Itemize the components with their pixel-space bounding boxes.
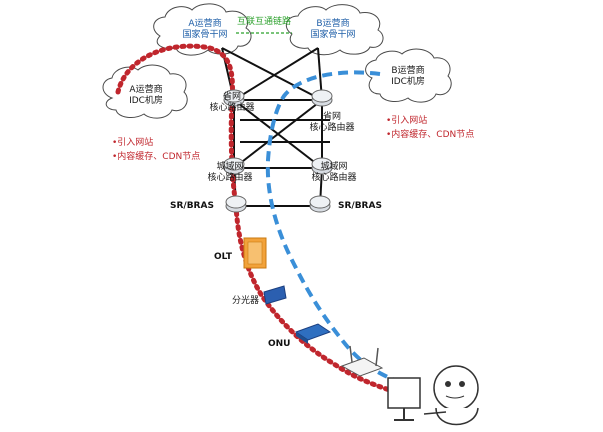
olt-device-icon [243,237,267,269]
cloud-b-backbone-line1: B运营商 [316,19,350,29]
router-icon [225,195,247,213]
cloud-a-backbone [153,3,252,56]
cloud-b-idc-line1: B运营商 [391,66,425,76]
cloud-b-backbone [285,4,384,56]
cloud-b-idc-label: B运营商 IDC机房 [391,66,425,88]
olt-label: OLT [214,252,233,262]
router-b-metro-line1: 城域网 [320,162,348,172]
notes-right: •引入网站 •内容缓存、CDN节点 [386,116,474,141]
cloud-a-idc-line1: A运营商 [129,85,163,95]
router-icon [311,157,333,175]
sr-bras-right-label: SR/BRAS [338,201,382,211]
cloud-a-backbone-label: A运营商 国家骨干网 [182,19,227,41]
user-at-computer-icon [387,365,479,426]
blue-path-b-idc [265,70,401,384]
router-a-province-line1: 省网 [222,92,242,102]
notes-left-item-2: •内容缓存、CDN节点 [112,152,201,162]
cloud-a-idc-line2: IDC机房 [129,96,163,106]
notes-left-item-1: •引入网站 [112,138,154,148]
router-b-province-line2: 核心路由器 [309,123,355,133]
cloud-b-idc [365,48,452,103]
router-a-metro-line2: 核心路由器 [207,173,253,183]
notes-right-item-1: •引入网站 [386,116,428,126]
router-b-metro-label: 城域网 核心路由器 [311,162,356,184]
cloud-b-idc-line2: IDC机房 [391,77,425,87]
cloud-a-idc-label: A运营商 IDC机房 [129,85,163,107]
sr-bras-left-label: SR/BRAS [170,201,214,211]
wifi-router-icon [340,345,384,377]
onu-device-icon [294,323,332,344]
core-links [221,47,330,207]
router-icon [223,89,245,107]
router-b-metro-line2: 核心路由器 [311,173,357,183]
router-a-metro-label: 城域网 核心路由器 [207,162,252,184]
notes-left: •引入网站 •内容缓存、CDN节点 [112,138,200,163]
router-icon [223,157,245,175]
router-icon [311,89,333,107]
router-icon [309,195,331,213]
cloud-b-backbone-label: B运营商 国家骨干网 [310,19,355,41]
splitter-device-icon [263,285,287,305]
cloud-a-backbone-line2: 国家骨干网 [182,30,228,40]
notes-right-item-2: •内容缓存、CDN节点 [386,130,475,140]
cloud-b-backbone-line2: 国家骨干网 [310,30,356,40]
router-a-province-label: 省网 核心路由器 [209,92,254,114]
router-b-province-line1: 省网 [322,112,342,122]
router-a-metro-line1: 城域网 [216,162,244,172]
onu-label: ONU [268,339,291,349]
interconnect-label: 互联互通链路 [236,17,292,27]
router-a-province-line2: 核心路由器 [209,103,255,113]
cloud-a-backbone-line1: A运营商 [188,19,222,29]
router-b-province-label: 省网 核心路由器 [309,112,354,134]
splitter-label: 分光器 [232,296,260,306]
